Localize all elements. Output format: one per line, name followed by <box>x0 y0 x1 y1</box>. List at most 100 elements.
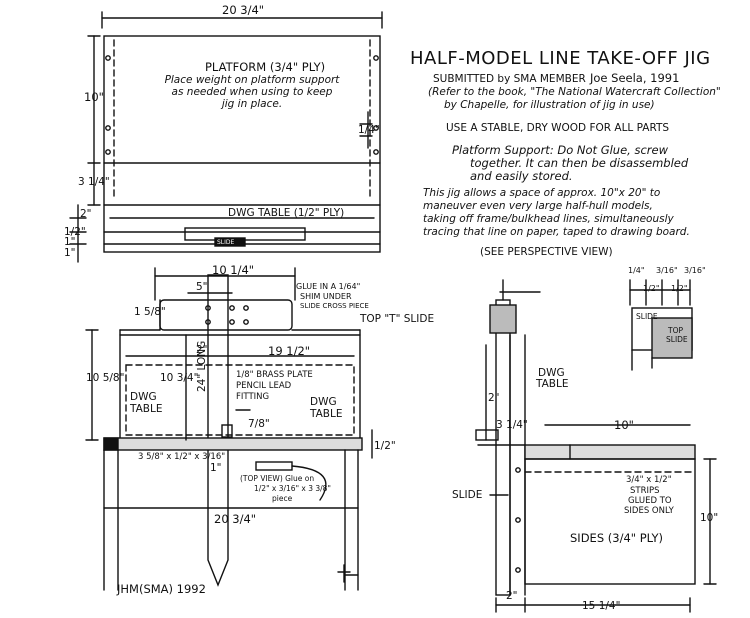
right-dwg-table-2: TABLE <box>310 408 343 420</box>
screw-icon <box>373 55 379 61</box>
drawing-table-hidden-outline <box>125 364 355 436</box>
support-note-3: and easily stored. <box>470 169 573 183</box>
t-slide-detail <box>629 279 693 371</box>
strips-note-1: 3/4" x 1/2" <box>626 475 672 485</box>
detail-top-slide-1: TOP <box>668 326 684 335</box>
top-dwg-table-label: DWG TABLE (1/2" PLY) <box>228 207 345 219</box>
platform-note-1: Place weight on platform support <box>164 74 340 86</box>
screw-icon <box>515 467 521 473</box>
screw-icon <box>243 305 249 311</box>
platform-depth-dimension: 10" <box>84 90 104 104</box>
left-dwg-table-2: TABLE <box>130 403 163 415</box>
brass-note-1: 1/8" BRASS PLATE <box>236 370 313 380</box>
slide-knob <box>475 429 499 441</box>
screw-icon <box>243 319 249 325</box>
t-slide-crosspiece <box>159 299 293 331</box>
sides-label: SIDES (3/4" PLY) <box>570 531 664 545</box>
side-dwg-table-2: TABLE <box>536 378 569 390</box>
jig-note-4: tracing that line on paper, taped to dra… <box>423 226 690 238</box>
strips-note-3: GLUED TO <box>628 496 672 506</box>
platform-label: PLATFORM (3/4" PLY) <box>205 60 326 74</box>
perspective-note: (SEE PERSPECTIVE VIEW) <box>480 246 613 258</box>
platform-outline <box>103 35 381 253</box>
front-head-dimension: 1 5/8" <box>134 306 166 318</box>
side-offset-dimension: 3 1/4" <box>496 419 528 431</box>
strips-note-2: STRIPS <box>630 486 660 496</box>
glue-note-3: SLIDE CROSS PIECE <box>300 302 369 310</box>
screw-icon <box>515 567 521 573</box>
screw-icon <box>105 149 111 155</box>
sides-board <box>524 458 696 585</box>
support-note-2: together. It can then be disassembled <box>470 156 689 170</box>
lower-dimension: 3 1/4" <box>78 176 110 188</box>
front-thick-dimension: 1/2" <box>374 440 396 452</box>
wood-note: USE A STABLE, DRY WOOD FOR ALL PARTS <box>446 122 670 134</box>
right-dwg-table-1: DWG <box>310 396 337 408</box>
tee-dimension-a: 1/4" <box>628 266 645 275</box>
front-cross-dimension: 5" <box>196 281 208 293</box>
top-slide-block <box>489 304 517 334</box>
front-plate-dimension: 7/8" <box>248 418 270 430</box>
screw-icon <box>105 55 111 61</box>
jig-note-3: taking off frame/bulkhead lines, simulta… <box>423 213 674 225</box>
side-slide-label: SLIDE <box>452 489 483 501</box>
side-dwg-table-1: DWG <box>538 367 565 379</box>
side-height-dimension: 10" <box>700 512 719 524</box>
front-height-dimension: 10 5/8" <box>86 372 125 384</box>
front-inner-dimension: 2" <box>196 344 208 356</box>
vertical-slide-bar <box>207 274 229 587</box>
piece-note-2: 1/2" x 3/16" x 3 3/8" <box>254 484 331 493</box>
screw-icon <box>229 319 235 325</box>
screw-icon <box>105 125 111 131</box>
small-dimension-c: 1" <box>64 236 76 248</box>
side-view <box>475 279 717 613</box>
brass-note-3: FITTING <box>236 392 270 402</box>
slide-block <box>214 237 246 247</box>
left-dwg-table-1: DWG <box>130 391 157 403</box>
tee-dimension-c: 3/16" <box>684 266 706 275</box>
glue-note-1: GLUE IN A 1/64" <box>296 282 361 291</box>
glue-note-2: SHIM UNDER <box>300 292 352 301</box>
table-end-block <box>103 437 119 451</box>
detail-top-slide <box>651 317 693 359</box>
tee-dimension-d: 1/2" <box>643 284 660 293</box>
front-leg-dimension: 10 3/4" <box>160 372 199 384</box>
drawing-table-plate <box>103 437 363 451</box>
side-table-dimension: 10" <box>614 418 634 432</box>
screw-icon <box>515 517 521 523</box>
glue-on-piece <box>255 461 293 471</box>
front-bottom-dimension: 20 3/4" <box>214 512 257 526</box>
piece-note-1: (TOP VIEW) Glue on <box>240 474 315 483</box>
front-top-dimension: 10 1/4" <box>212 263 255 277</box>
tee-dimension-e: 1/2" <box>671 284 688 293</box>
front-view <box>85 267 373 591</box>
side-base-dimension: 2" <box>506 590 518 602</box>
piece-note-3: piece <box>272 494 293 503</box>
platform-note-2: as needed when using to keep <box>171 86 333 98</box>
corner-mark <box>337 564 351 583</box>
strips-note-4: SIDES ONLY <box>624 506 674 516</box>
jig-note-1: This jig allows a space of approx. 10"x … <box>423 187 661 199</box>
small-dimension-a: 2" <box>80 208 92 220</box>
front-strip-dimension: 3 5/8" x 1/2" x 3/16" <box>138 452 226 462</box>
front-long-dimension: 24" LONG <box>196 340 208 392</box>
screw-icon <box>373 149 379 155</box>
member-name: Joe Seela, 1991 <box>590 71 680 85</box>
front-offset-dimension: 1" <box>210 462 222 474</box>
screw-icon <box>373 125 379 131</box>
tee-dimension-b: 3/16" <box>656 266 678 275</box>
top-slide-tag: SLIDE <box>217 239 235 246</box>
screw-icon <box>229 305 235 311</box>
drawing-credit: JHM(SMA) 1992 <box>117 582 206 596</box>
detail-slide-label: SLIDE <box>636 312 658 321</box>
small-dimension-d: 1" <box>64 247 76 259</box>
front-span-dimension: 19 1/2" <box>268 344 311 358</box>
support-note-1: Platform Support: Do Not Glue, screw <box>452 143 669 157</box>
reference-line-2: by Chapelle, for illustration of jig in … <box>444 99 655 111</box>
detail-top-slide-2: SLIDE <box>666 335 688 344</box>
submitted-prefix: SUBMITTED by SMA MEMBER <box>433 73 586 85</box>
side-slide <box>495 299 511 596</box>
small-dimension-b: 1/2" <box>64 226 86 238</box>
top-slide-label: TOP "T" SLIDE <box>360 313 435 325</box>
